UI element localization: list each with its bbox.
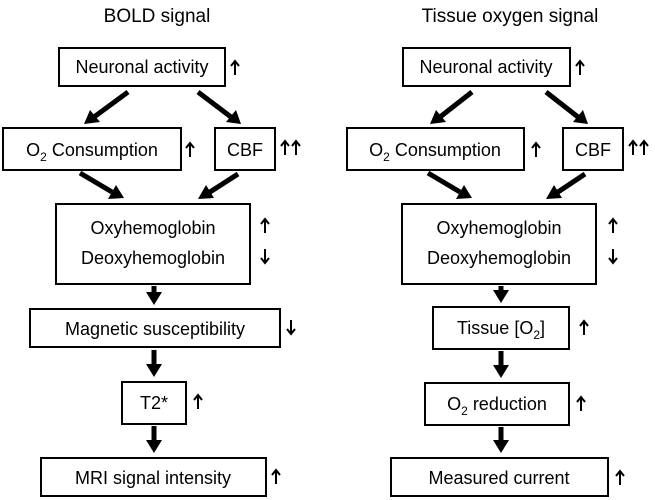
tissue-oxy-label: Oxyhemoglobin [436, 218, 561, 238]
tissue-o2-reduction-up-icon [576, 396, 586, 412]
bold-magnetic-label: Magnetic susceptibility [65, 319, 245, 339]
bold-mri-up-icon [271, 469, 281, 485]
bold-title: BOLD signal [104, 6, 211, 27]
bold-magnetic-down-icon [286, 319, 296, 335]
tissue-arrow-reduction-to-current [493, 427, 509, 453]
tissue-neuronal-label: Neuronal activity [419, 57, 552, 77]
tissue-current-box [390, 457, 609, 497]
bold-arrow-t2-to-mri [146, 426, 162, 453]
tissue-o2-consumption-label: O2 Consumption [369, 140, 501, 164]
bold-neuronal-label: Neuronal activity [75, 57, 208, 77]
tissue-arrow-neuronal-to-cbf [544, 90, 588, 124]
tissue-arrow-cbf-to-hemoglobin [546, 171, 587, 199]
tissue-neuronal-box [402, 47, 571, 87]
tissue-arrow-neuronal-to-o2 [430, 90, 474, 124]
tissue-o2-up-icon [579, 320, 589, 336]
bold-cbf-double-up-icon [280, 140, 301, 156]
tissue-o2-reduction-label: O2 reduction [447, 394, 547, 418]
bold-hemoglobin-box [55, 203, 251, 285]
bold-neuronal-up-icon [230, 60, 240, 76]
tissue-cbf-double-up-icon [628, 140, 649, 156]
bold-o2-consumption-up-icon [185, 142, 195, 158]
tissue-o2-consumption-up-icon [531, 142, 541, 158]
bold-cbf-label: CBF [227, 140, 263, 160]
tissue-arrow-o2-to-hemoglobin [426, 170, 472, 199]
bold-t2-box [121, 381, 187, 425]
tissue-current-up-icon [615, 470, 625, 486]
tissue-o2-label: Tissue [O2] [457, 318, 545, 342]
bold-arrow-neuronal-to-cbf [196, 90, 241, 124]
bold-arrow-magnetic-to-t2 [146, 350, 162, 377]
bold-arrow-o2-to-hemoglobin [78, 170, 124, 199]
tissue-cbf-box [562, 127, 624, 171]
tissue-neuronal-up-icon [575, 60, 585, 76]
bold-t2-up-icon [193, 394, 203, 410]
bold-cbf-box [214, 127, 276, 171]
bold-oxy-label: Oxyhemoglobin [90, 218, 215, 238]
bold-deoxy-label: Deoxyhemoglobin [81, 248, 225, 268]
bold-t2-label: T2* [140, 393, 168, 413]
bold-o2-consumption-label: O2 Consumption [26, 140, 158, 164]
tissue-arrow-o2-to-reduction [493, 351, 509, 378]
tissue-title: Tissue oxygen signal [422, 6, 599, 27]
bold-panel: BOLD signal Neuronal activity O2 Consump… [2, 6, 301, 497]
bold-o2-consumption-box [2, 127, 182, 171]
bold-mri-label: MRI signal intensity [75, 468, 231, 488]
bold-arrow-cbf-to-hemoglobin [198, 171, 240, 199]
bold-mri-box [40, 457, 267, 497]
tissue-panel: Tissue oxygen signal Neuronal activity O… [346, 6, 649, 497]
tissue-deoxy-down-icon [608, 248, 618, 264]
bold-arrow-neuronal-to-o2 [84, 89, 130, 124]
tissue-o2-box [432, 306, 570, 350]
tissue-deoxy-label: Deoxyhemoglobin [427, 248, 571, 268]
tissue-arrow-hemoglobin-to-o2 [493, 286, 509, 303]
bold-neuronal-box [58, 47, 226, 87]
tissue-current-label: Measured current [428, 468, 569, 488]
bold-oxy-up-icon [260, 218, 270, 234]
tissue-oxy-up-icon [608, 218, 618, 234]
bold-magnetic-box [29, 308, 281, 348]
tissue-o2-reduction-box [424, 382, 570, 426]
tissue-cbf-label: CBF [575, 140, 611, 160]
tissue-o2-consumption-box [346, 127, 525, 171]
bold-arrow-hemoglobin-to-magnetic [146, 286, 162, 305]
tissue-hemoglobin-box [401, 203, 597, 285]
bold-deoxy-down-icon [260, 248, 270, 264]
